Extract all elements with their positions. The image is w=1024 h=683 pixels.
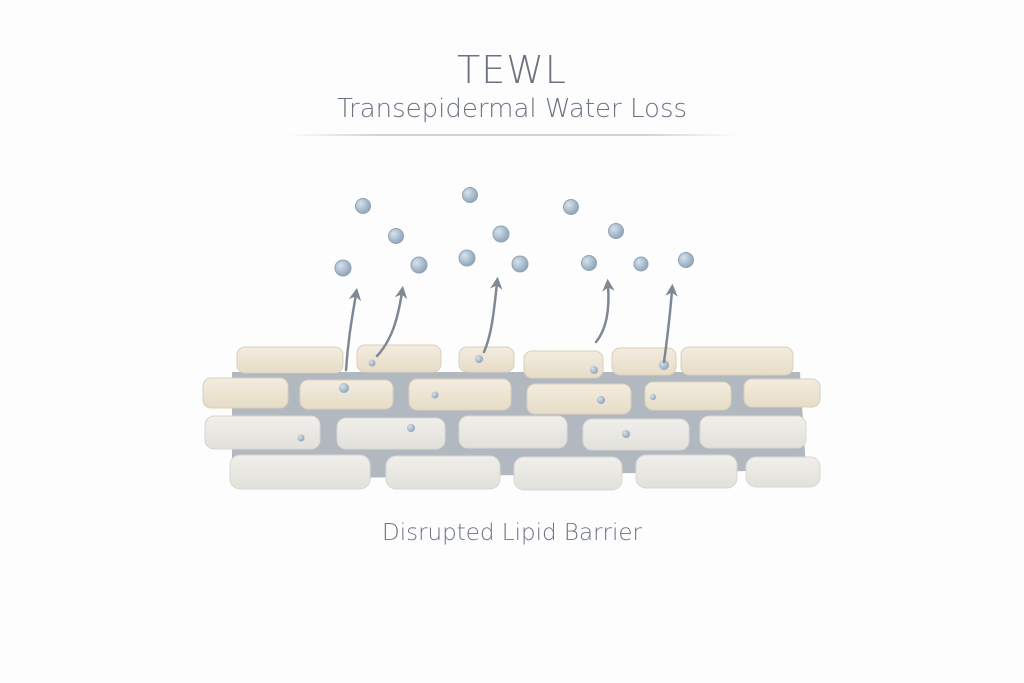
cell-row-2: [202, 377, 821, 415]
water-droplet: [462, 187, 478, 203]
cell-row-4: [229, 454, 821, 491]
arrow-up-icon: [344, 287, 362, 372]
corneocyte: [202, 377, 289, 409]
diagram-caption: Disrupted Lipid Barrier: [382, 520, 642, 546]
corneocyte: [458, 415, 568, 449]
arrow-up-icon: [594, 278, 615, 344]
corneocyte: [582, 418, 690, 451]
corneocyte: [408, 378, 512, 411]
evaporation-arrows: [344, 276, 678, 372]
corneocyte: [458, 346, 515, 373]
page-subtitle: Transepidermal Water Loss: [336, 94, 688, 124]
water-droplet: [431, 391, 439, 399]
corneocyte: [299, 379, 394, 410]
arrow-up-icon: [375, 285, 408, 358]
corneocyte: [745, 456, 821, 488]
corneocyte: [229, 454, 371, 490]
page-title: TEWL: [457, 48, 567, 92]
corneocyte: [611, 347, 677, 376]
corneocyte: [699, 415, 807, 449]
water-droplet: [622, 430, 630, 438]
water-droplet: [368, 359, 376, 367]
corneocyte: [644, 381, 732, 411]
water-droplet: [407, 424, 415, 432]
corneocyte: [236, 346, 344, 374]
water-droplet: [608, 223, 624, 239]
cell-row-3: [204, 415, 807, 451]
title-divider: [288, 134, 736, 136]
water-droplet: [492, 225, 510, 243]
water-droplet: [511, 255, 529, 273]
cell-row-1: [236, 344, 794, 379]
barrier-droplets: [297, 355, 669, 442]
corneocyte: [204, 415, 321, 450]
corneocyte: [513, 456, 623, 491]
escaping-droplets: [334, 187, 694, 277]
water-droplet: [355, 198, 371, 214]
corneocyte: [526, 383, 632, 415]
water-droplet: [650, 394, 656, 400]
corneocyte: [743, 378, 821, 408]
corneocyte: [680, 346, 794, 376]
water-droplet: [563, 199, 579, 215]
arrow-up-icon: [482, 276, 503, 354]
water-droplet: [410, 256, 428, 274]
corneocyte: [356, 344, 442, 373]
water-droplet: [590, 366, 598, 374]
water-droplet: [633, 256, 649, 272]
water-droplet: [458, 249, 476, 267]
corneocyte: [635, 454, 738, 489]
water-droplet: [581, 255, 597, 271]
corneocyte: [385, 455, 501, 490]
corneocyte: [336, 417, 446, 450]
water-droplet: [678, 252, 694, 268]
water-droplet: [597, 396, 605, 404]
water-droplet: [475, 355, 483, 363]
water-droplet: [334, 259, 352, 277]
corneocyte: [523, 350, 604, 379]
water-droplet: [339, 383, 349, 393]
water-droplet: [388, 228, 404, 244]
arrow-up-icon: [662, 283, 678, 364]
water-droplet: [659, 360, 669, 370]
water-droplet: [297, 434, 305, 442]
